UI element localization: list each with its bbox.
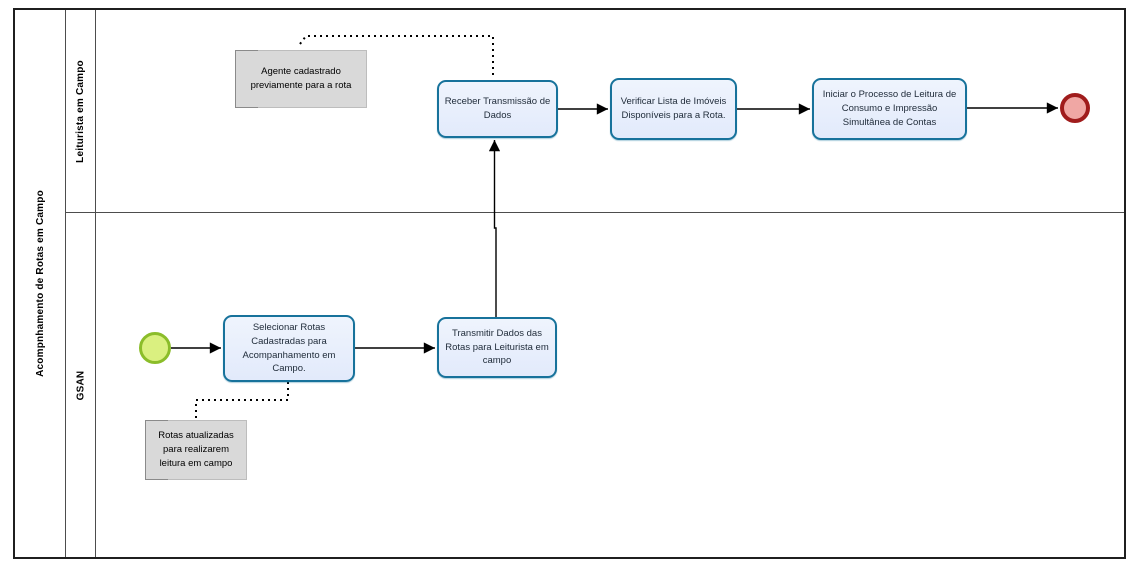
lane-gsan: GSAN: [66, 212, 1124, 557]
task-transmitir-dados: Transmitir Dados das Rotas para Leituris…: [437, 317, 557, 378]
start-event: [139, 332, 171, 364]
lane-gsan-content: [96, 213, 1124, 557]
task-label: Selecionar Rotas Cadastradas para Acompa…: [242, 321, 336, 375]
annotation-agente-cadastrado: Agente cadastrado previamente para a rot…: [235, 50, 367, 108]
task-iniciar-processo: Iniciar o Processo de Leitura de Consumo…: [812, 78, 967, 140]
task-label: Iniciar o Processo de Leitura de Consumo…: [822, 89, 957, 128]
task-label: Receber Transmissão de Dados: [444, 96, 551, 121]
lane-leiturista-label: Leiturista em Campo: [75, 59, 86, 163]
lane-leiturista-label-column: Leiturista em Campo: [66, 10, 96, 212]
annotation-text: Rotas atualizadas para realizarem leitur…: [158, 429, 234, 470]
task-label: Verificar Lista de Imóveis Disponíveis p…: [620, 96, 727, 121]
task-receber-transmissao: Receber Transmissão de Dados: [437, 80, 558, 138]
end-event: [1060, 93, 1090, 123]
process-pool: Acompnhamento de Rotas em Campo Leituris…: [13, 8, 1126, 559]
task-selecionar-rotas: Selecionar Rotas Cadastradas para Acompa…: [223, 315, 355, 382]
annotation-text: Agente cadastrado previamente para a rot…: [250, 65, 352, 91]
task-verificar-lista: Verificar Lista de Imóveis Disponíveis p…: [610, 78, 737, 140]
lane-leiturista: Leiturista em Campo: [66, 10, 1124, 212]
lanes-container: Leiturista em Campo GSAN: [66, 10, 1124, 557]
lane-gsan-label-column: GSAN: [66, 213, 96, 557]
pool-title: Acompnhamento de Rotas em Campo: [34, 190, 46, 377]
task-label: Transmitir Dados das Rotas para Leituris…: [445, 327, 549, 367]
lane-gsan-label: GSAN: [75, 370, 87, 400]
pool-label-column: Acompnhamento de Rotas em Campo: [15, 10, 66, 557]
annotation-rotas-atualizadas: Rotas atualizadas para realizarem leitur…: [145, 420, 247, 480]
